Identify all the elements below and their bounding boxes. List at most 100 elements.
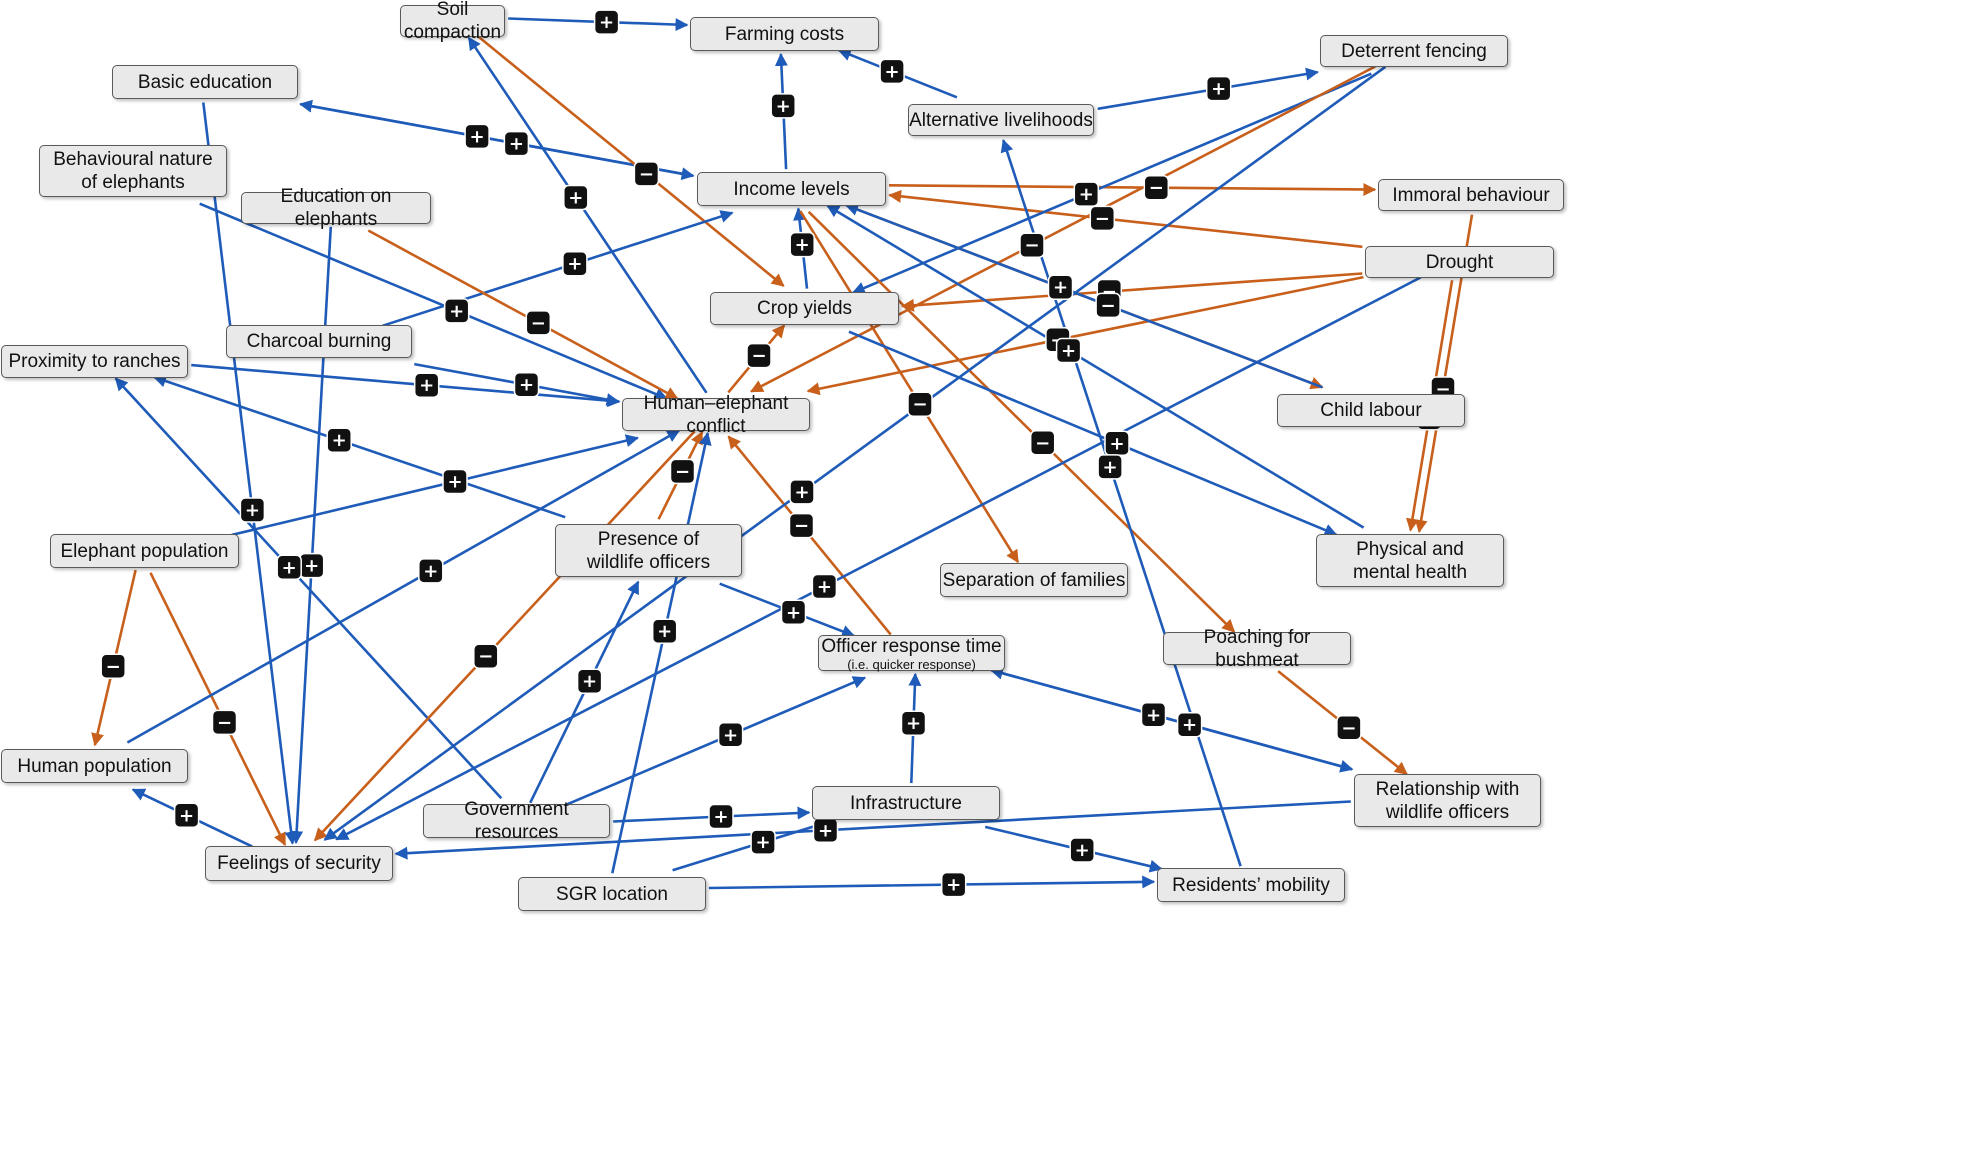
badge-box xyxy=(717,722,744,748)
badge-sign: − xyxy=(1095,208,1110,229)
negative-link-badge: − xyxy=(1029,430,1056,456)
node-altliv: Alternative livelihoods xyxy=(908,104,1094,136)
node-label: mental health xyxy=(1352,561,1468,583)
badge-box xyxy=(708,803,734,830)
node-security: Feelings of security xyxy=(205,846,393,881)
badge-box xyxy=(940,871,967,898)
node-label: Immoral behaviour xyxy=(1392,184,1550,206)
edge-fencing-to-security xyxy=(323,65,1387,841)
negative-link-badge: − xyxy=(473,643,499,669)
node-sublabel: (i.e. quicker response) xyxy=(847,656,976,672)
badge-sign: − xyxy=(1024,235,1039,256)
badge-box xyxy=(513,371,540,398)
badge-box xyxy=(746,342,772,369)
badge-sign: + xyxy=(304,556,319,577)
positive-link-badge: + xyxy=(464,123,490,150)
badge-sign: + xyxy=(795,235,810,256)
badge-sign: + xyxy=(1103,457,1118,478)
edge-crop-to-health xyxy=(848,330,1338,537)
positive-link-badge: + xyxy=(513,371,540,398)
node-response: Officer response time(i.e. quicker respo… xyxy=(818,635,1005,671)
badge-sign: + xyxy=(582,671,597,692)
badge-box xyxy=(669,458,696,485)
node-label: Relationship with xyxy=(1375,778,1520,800)
badge-box xyxy=(1029,430,1056,456)
node-basicedu: Basic education xyxy=(112,65,298,99)
node-label: Deterrent fencing xyxy=(1341,40,1487,62)
positive-link-badge: + xyxy=(413,372,440,398)
node-label: Poaching for bushmeat xyxy=(1203,626,1311,671)
badge-sign: + xyxy=(282,557,297,578)
node-label: Government resources xyxy=(464,799,569,843)
edge-elepop-to-security xyxy=(149,572,287,846)
positive-link-badge: + xyxy=(1097,454,1123,480)
edge-humanpop-to-hec xyxy=(126,429,681,744)
badge-box xyxy=(442,468,468,495)
badge-box xyxy=(464,123,490,150)
badge-sign: + xyxy=(509,134,524,155)
badge-box xyxy=(811,573,838,600)
badge-box xyxy=(593,9,620,35)
positive-link-badge: + xyxy=(443,298,470,324)
edge-presence-to-proximity xyxy=(153,374,566,519)
edge-fencing-to-crop xyxy=(851,72,1372,295)
badge-box xyxy=(276,554,302,581)
badge-box xyxy=(525,310,552,336)
badge-box xyxy=(1055,337,1082,364)
badge-box xyxy=(750,829,776,855)
node-income: Income levels xyxy=(697,172,886,206)
edge-govres-to-response xyxy=(565,676,867,806)
badge-box xyxy=(443,298,470,324)
badge-sign: − xyxy=(794,516,809,537)
positive-link-badge: + xyxy=(1176,711,1203,738)
node-label: Behavioural nature xyxy=(53,149,213,170)
node-fencing: Deterrent fencing xyxy=(1320,35,1508,67)
edge-income-to-immoral xyxy=(888,182,1377,196)
positive-link-badge: + xyxy=(708,803,734,830)
badge-sign: + xyxy=(723,725,738,746)
badge-sign: − xyxy=(675,461,690,482)
node-label: of elephants xyxy=(81,172,185,193)
positive-link-badge: + xyxy=(940,871,967,898)
badge-sign: + xyxy=(794,482,809,503)
positive-link-badge: + xyxy=(593,9,620,35)
badge-box xyxy=(1336,715,1362,741)
node-label: SGR location xyxy=(556,883,668,905)
badge-box xyxy=(173,802,200,829)
badge-sign: + xyxy=(519,375,534,396)
node-label: Infrastructure xyxy=(850,792,962,814)
edge-elepop-to-hec xyxy=(231,434,639,537)
badge-sign: + xyxy=(946,875,961,896)
node-farmcost: Farming costs xyxy=(690,17,879,51)
node-mobility: Residents’ mobility xyxy=(1157,868,1345,902)
badge-sign: − xyxy=(1035,433,1050,454)
negative-link-badge: − xyxy=(1143,174,1170,201)
node-label: Separation of families xyxy=(942,569,1126,591)
positive-link-badge: + xyxy=(1055,337,1082,364)
badge-box xyxy=(770,93,796,119)
node-label: Drought xyxy=(1425,251,1494,273)
positive-link-badge: + xyxy=(1140,702,1167,728)
negative-link-badge: − xyxy=(633,161,660,187)
badge-box xyxy=(1069,837,1095,863)
negative-link-badge: − xyxy=(1336,715,1362,741)
badge-sign: − xyxy=(1149,178,1164,199)
badge-sign: + xyxy=(179,805,194,826)
badge-box xyxy=(563,184,589,211)
edge-basicedu-to-security xyxy=(202,102,298,845)
badge-sign: + xyxy=(1061,341,1076,362)
node-label: Education on elephants xyxy=(280,186,392,230)
badge-box xyxy=(1097,454,1123,480)
positive-link-badge: + xyxy=(811,573,838,600)
positive-link-badge: + xyxy=(1205,75,1232,102)
node-label: Human population xyxy=(17,755,172,777)
positive-link-badge: + xyxy=(789,479,815,505)
negative-link-badge: − xyxy=(100,653,126,680)
badge-sign: + xyxy=(1211,79,1226,100)
node-crop: Crop yields xyxy=(710,292,899,325)
edges-layer xyxy=(91,17,1474,890)
node-charcoal: Charcoal burning xyxy=(226,325,412,358)
